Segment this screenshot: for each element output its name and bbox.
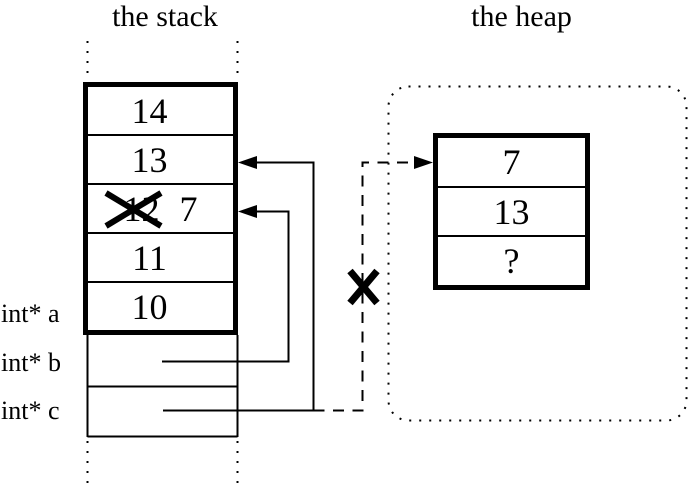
stack-cell-value: 11 [132, 237, 167, 278]
pointer-label-a: int* a [1, 299, 60, 328]
heap-cell-13: 13 [438, 185, 585, 236]
dangling-pointer-dashed-arrow [313, 156, 433, 412]
heap-box: 7 13 ? [433, 133, 590, 290]
stack-cell-value: 7 [179, 188, 198, 229]
pointer-b-arrowhead-icon [238, 205, 257, 218]
stack-title: the stack [112, 0, 218, 33]
heap-cell-7: 7 [438, 138, 585, 186]
heap-cell-value: 13 [493, 191, 530, 232]
dangling-pointer-arrowhead-icon [414, 156, 433, 169]
stack-cell-value: 13 [131, 139, 168, 180]
pointer-c-arrowhead-icon [238, 156, 257, 169]
heap-cell-value: ? [503, 241, 520, 282]
pointer-label-b: int* b [1, 348, 61, 377]
pointer-cells-grid [86, 335, 239, 438]
stack-cell-14: 14 [88, 87, 233, 134]
stack-cell-11: 11 [88, 232, 233, 281]
stack-cell-value: 10 [131, 286, 168, 327]
stack-cell-overwritten: 12 7 [88, 183, 233, 232]
dangling-pointer-cross-icon [347, 268, 380, 306]
pointer-label-c: int* c [1, 396, 60, 425]
stack-cell-13: 13 [88, 134, 233, 183]
heap-cell-unknown: ? [438, 235, 585, 285]
stack-cell-value: 14 [131, 90, 168, 131]
stack-box: 14 13 12 7 11 10 [83, 82, 238, 335]
heap-title: the heap [471, 0, 572, 33]
heap-cell-value: 7 [502, 141, 521, 182]
stack-cell-10: 10 [88, 281, 233, 330]
stack-cell-old-value: 12 [123, 188, 160, 229]
dangling-pointer-line [313, 161, 414, 412]
